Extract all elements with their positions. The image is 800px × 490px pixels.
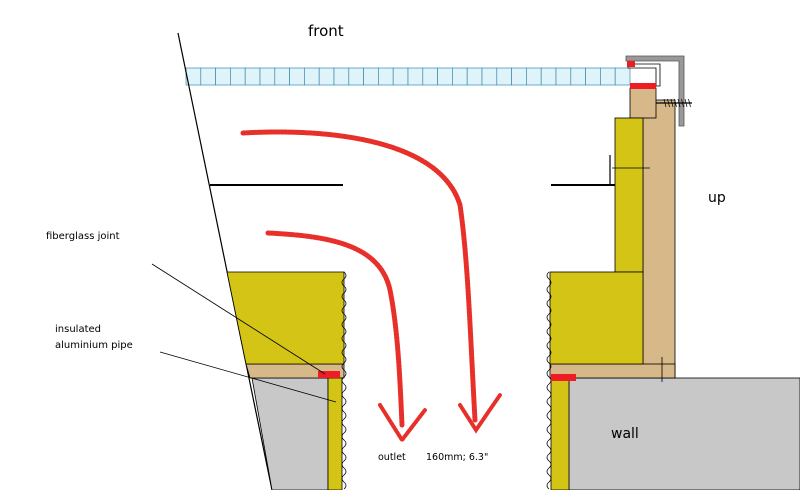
insulated-pipe-leader — [159, 351, 337, 403]
screw-thread — [670, 98, 674, 108]
glass-cell — [570, 67, 586, 86]
fiberglass-joint-leader — [151, 263, 326, 375]
bracket-screw-threads — [663, 98, 691, 108]
outlet-size-label: 160mm; 6.3" — [426, 452, 489, 463]
wall-label: wall — [611, 426, 639, 442]
left-pipe-insulation — [327, 377, 343, 490]
glass-cell — [466, 67, 483, 86]
right-wall-block — [568, 377, 800, 490]
airflow-arrow-inner-head — [378, 403, 427, 444]
airflow-arrow-outer — [240, 129, 478, 423]
glass-cell — [614, 67, 631, 86]
glass-cell — [407, 67, 424, 86]
screw-thread — [684, 98, 688, 108]
glass-holder-clip — [627, 63, 661, 87]
screw-thread — [663, 98, 667, 108]
front-label: front — [308, 22, 344, 40]
glass-cell — [600, 67, 616, 86]
right-fiberglass-seal — [551, 374, 576, 381]
glass-cell — [304, 67, 320, 86]
right-lower-insulation — [549, 271, 644, 365]
glass-cell — [274, 67, 290, 86]
airflow-arrow-outer-head — [458, 393, 502, 434]
right-wood-cap — [629, 87, 657, 119]
left-aluminium-pipe-wall — [341, 271, 347, 490]
left-fiberglass-seal — [318, 371, 340, 378]
glass-cell — [363, 67, 379, 86]
glass-cell — [526, 67, 542, 86]
fiberglass-joint-label: fiberglass joint — [46, 231, 120, 242]
airflow-arrow-inner — [265, 230, 405, 428]
top-metal-bracket — [625, 55, 685, 127]
glass-cell — [452, 67, 468, 86]
glass-cell — [481, 67, 498, 86]
top-red-seal — [630, 83, 656, 89]
glass-panel — [185, 67, 631, 86]
glass-cell — [259, 67, 276, 86]
glass-cell — [496, 67, 512, 86]
glass-cell — [318, 67, 335, 86]
up-label: up — [708, 190, 726, 206]
glass-cell — [348, 67, 364, 86]
right-wood-post — [642, 99, 676, 379]
glass-cell — [230, 67, 246, 86]
glass-cell — [585, 67, 601, 86]
glass-cell — [378, 67, 394, 86]
glass-cell — [511, 67, 527, 86]
insulated-pipe-label-line1: insulated — [55, 324, 101, 335]
glass-cell — [244, 67, 261, 86]
glass-cell — [200, 67, 216, 86]
right-upper-insulation — [614, 117, 644, 273]
screw-thread — [667, 98, 670, 108]
screw-thread — [681, 98, 684, 108]
glass-cell — [540, 67, 557, 86]
left-wall-block — [251, 377, 329, 490]
glass-cell — [555, 67, 572, 86]
glass-cell — [333, 67, 350, 86]
top-red-seal-small — [627, 61, 635, 67]
insulated-pipe-label-line2: aluminium pipe — [55, 340, 133, 351]
slanted-outer-wall-line — [177, 32, 273, 490]
glass-cell — [392, 67, 409, 86]
glass-cell — [215, 67, 231, 86]
insulated-pipe-label: insulated aluminium pipe — [55, 322, 133, 354]
glass-cell — [422, 67, 438, 86]
right-pipe-insulation — [550, 377, 570, 490]
left-insulation-block — [226, 271, 345, 365]
glass-cell — [289, 67, 305, 86]
screw-thread — [677, 98, 681, 108]
glass-cell — [437, 67, 453, 86]
screw-thread — [688, 98, 691, 108]
screw-thread — [674, 98, 677, 108]
outlet-label: outlet — [378, 452, 406, 463]
